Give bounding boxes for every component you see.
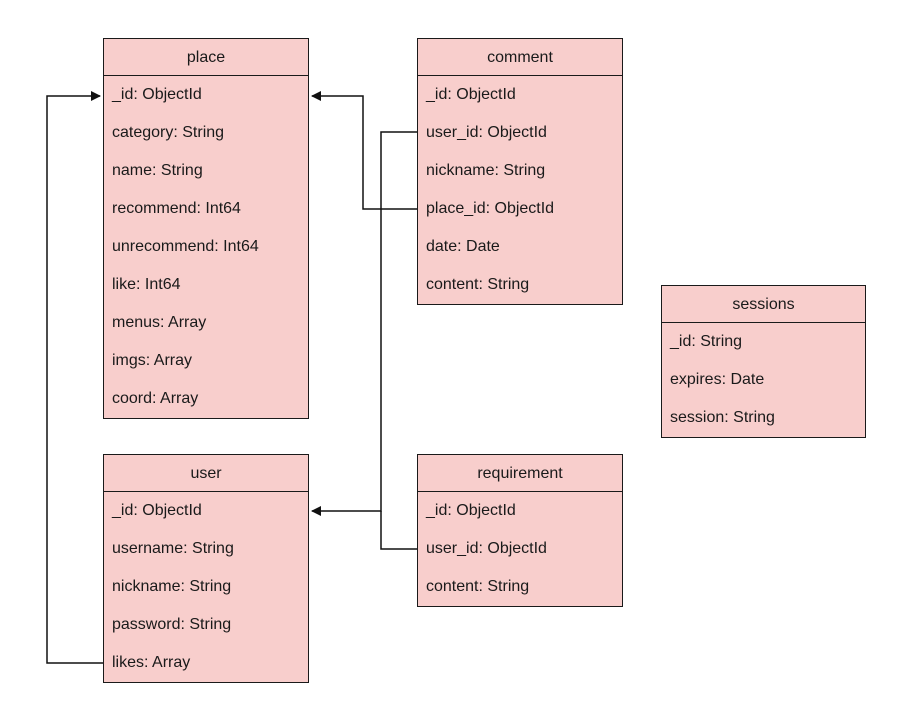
field-user-id: _id: ObjectId [112,502,202,519]
connector-comment-user-id-to-user-id [311,131,417,516]
field-place-coord: coord: Array [112,390,199,407]
connector-requirement-user-id-to-user-id [380,511,417,550]
field-comment-place-id: place_id: ObjectId [426,200,555,217]
field-comment-content: content: String [426,276,530,293]
field-requirement-user-id: user_id: ObjectId [426,540,547,557]
field-user-username: username: String [112,540,234,557]
entity-title: user [104,455,308,492]
field-place-name: name: String [112,162,203,179]
entity-requirement[interactable]: requirement _id: ObjectId user_id: Objec… [417,454,623,607]
entity-place[interactable]: place _id: ObjectId category: String nam… [103,38,309,419]
entity-title: requirement [418,455,622,492]
field-comment-id: _id: ObjectId [426,86,516,103]
entity-comment[interactable]: comment _id: ObjectId user_id: ObjectId … [417,38,623,305]
field-place-like: like: Int64 [112,276,181,293]
field-requirement-id: _id: ObjectId [426,502,516,519]
field-user-password: password: String [112,616,232,633]
field-user-nickname: nickname: String [112,578,232,595]
entity-title: sessions [662,286,865,323]
field-place-menus: menus: Array [112,314,207,331]
field-requirement-content: content: String [426,578,530,595]
field-sessions-expires: expires: Date [670,371,765,388]
field-place-id: _id: ObjectId [112,86,202,103]
entity-title: comment [418,39,622,76]
field-place-unrecommend: unrecommend: Int64 [112,238,259,255]
connector-user-likes-to-place-id [46,91,103,664]
field-place-imgs: imgs: Array [112,352,193,369]
field-comment-nickname: nickname: String [426,162,546,179]
entity-title: place [104,39,308,76]
field-place-category: category: String [112,124,225,141]
field-sessions-session: session: String [670,409,775,426]
entity-sessions[interactable]: sessions _id: String expires: Date sessi… [661,285,866,438]
field-place-recommend: recommend: Int64 [112,200,241,217]
field-user-likes: likes: Array [112,654,191,671]
connector-comment-place-id-to-place-id [311,91,417,210]
field-comment-user-id: user_id: ObjectId [426,124,547,141]
entity-user[interactable]: user _id: ObjectId username: String nick… [103,454,309,683]
field-comment-date: date: Date [426,238,500,255]
field-sessions-id: _id: String [670,333,743,350]
